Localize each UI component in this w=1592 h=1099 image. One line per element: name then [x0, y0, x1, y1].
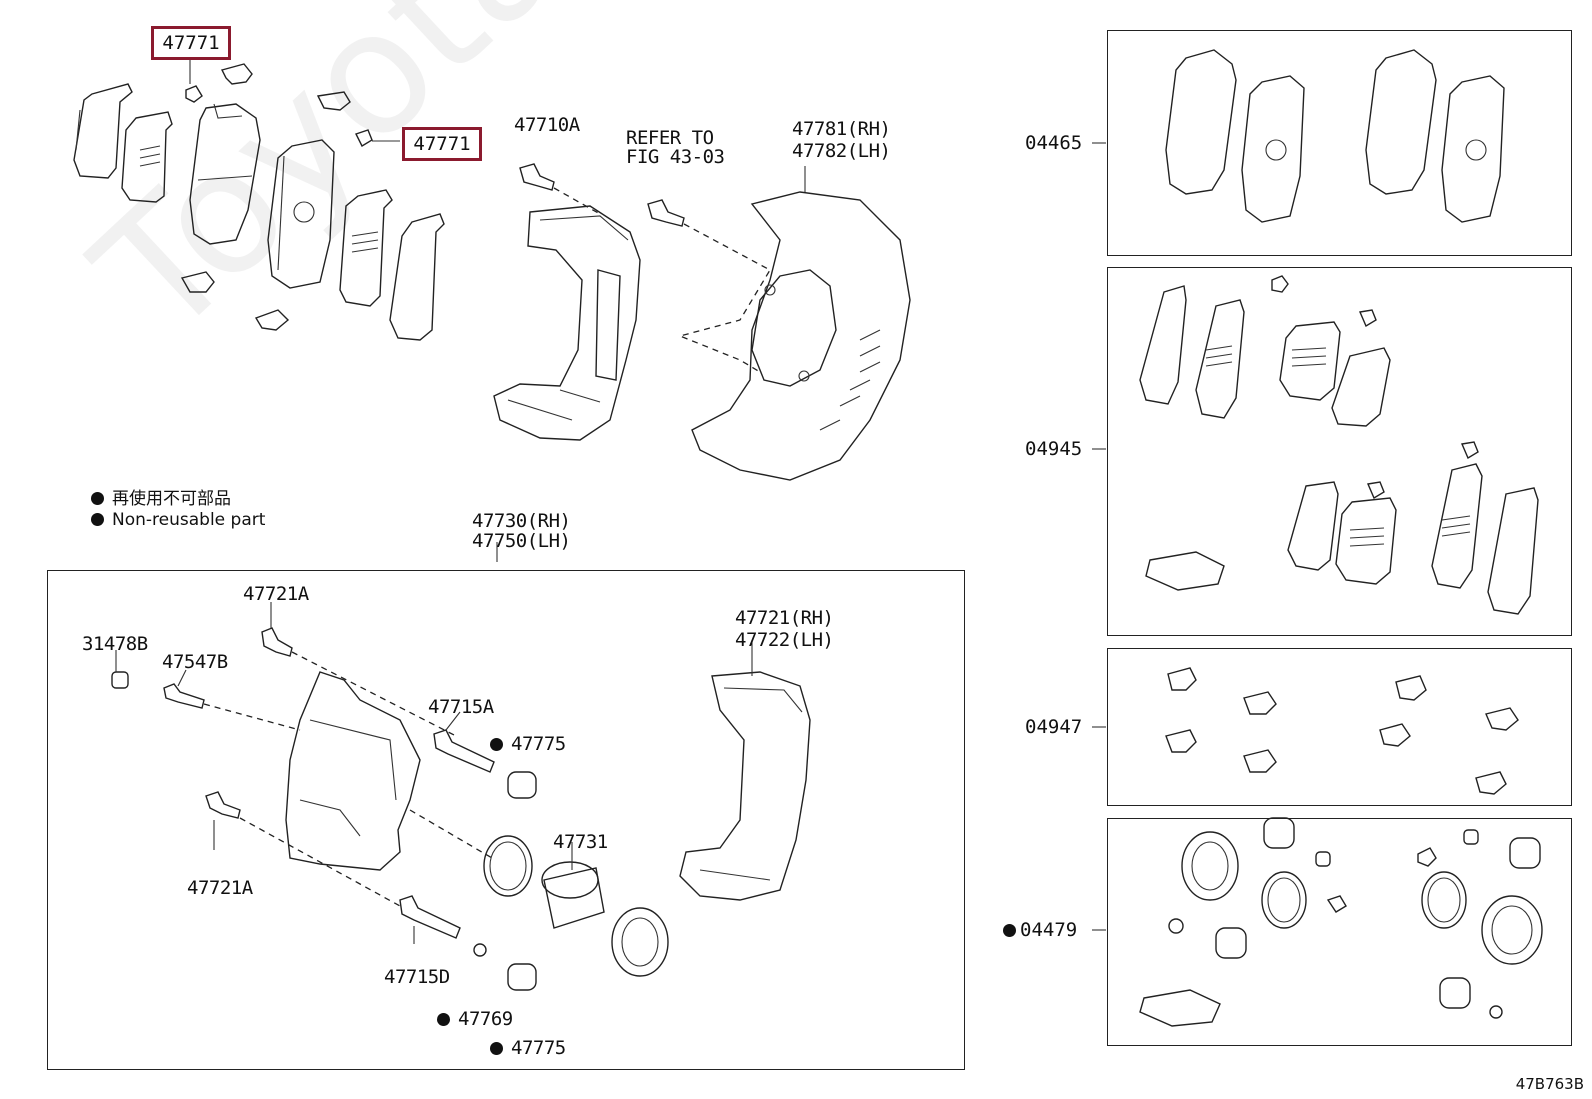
- callout-47750-lh[interactable]: 47750(LH): [472, 530, 571, 552]
- kit-code-04945[interactable]: 04945: [1025, 438, 1083, 460]
- kit-code-04465[interactable]: 04465: [1025, 132, 1083, 154]
- kit-box-04947: [1107, 648, 1572, 806]
- kit-code-04479-label: 04479: [1020, 919, 1078, 941]
- callout-47547b[interactable]: 47547B: [162, 651, 228, 673]
- brake-pad-assembly-art: [73, 63, 445, 341]
- caliper-assembly-box: [47, 570, 965, 1070]
- callout-47771-right-label: 47771: [413, 133, 471, 155]
- callout-47721-rh[interactable]: 47721(RH): [735, 607, 834, 629]
- kit-box-04465: [1107, 30, 1572, 256]
- callout-47771-top-highlight[interactable]: 47771: [151, 26, 231, 60]
- non-reusable-dot-icon: [437, 1013, 450, 1026]
- callout-47781-rh[interactable]: 47781(RH): [792, 118, 891, 140]
- kit-04465-art: [1165, 49, 1505, 223]
- filled-dot-icon: [91, 513, 104, 526]
- caliper-assembly-art: [111, 627, 811, 991]
- kit-code-04479[interactable]: 04479: [1003, 919, 1077, 941]
- callout-47775-a-label: 47775: [511, 733, 566, 755]
- callout-47715a[interactable]: 47715A: [428, 696, 494, 718]
- non-reusable-dot-icon: [490, 738, 503, 751]
- non-reusable-dot-icon: [1003, 924, 1016, 937]
- callout-47769-label: 47769: [458, 1008, 513, 1030]
- callout-47782-lh[interactable]: 47782(LH): [792, 140, 891, 162]
- caliper-bracket-upper-art: [493, 205, 641, 441]
- callout-47721a-bottom[interactable]: 47721A: [187, 877, 253, 899]
- callout-47771-right-highlight[interactable]: 47771: [402, 127, 482, 161]
- kit-04479-art: [1139, 817, 1543, 1027]
- callout-47710a[interactable]: 47710A: [514, 114, 580, 136]
- diagram-id: 47B763B: [1515, 1075, 1584, 1093]
- callout-47769[interactable]: 47769: [437, 1009, 513, 1029]
- dust-cover-art: [691, 191, 911, 481]
- legend-text-en: Non-reusable part: [112, 510, 266, 530]
- callout-refer-line2[interactable]: FIG 43-03: [626, 146, 725, 168]
- callout-47721a-top[interactable]: 47721A: [243, 583, 309, 605]
- legend-item-ja: 再使用不可部品: [91, 484, 231, 509]
- callout-47771-top-label: 47771: [162, 32, 220, 54]
- callout-31478b[interactable]: 31478B: [82, 633, 148, 655]
- callout-47731[interactable]: 47731: [553, 831, 608, 853]
- kit-04945-art: [1139, 275, 1539, 615]
- callout-47775-a[interactable]: 47775: [490, 734, 566, 754]
- legend-item-en: Non-reusable part: [91, 510, 265, 530]
- callout-47730-rh[interactable]: 47730(RH): [472, 510, 571, 532]
- kit-code-04947[interactable]: 04947: [1025, 716, 1083, 738]
- kit-04947-art: [1165, 667, 1519, 795]
- callout-47715d[interactable]: 47715D: [384, 966, 450, 988]
- non-reusable-dot-icon: [490, 1042, 503, 1055]
- kit-box-04945: [1107, 267, 1572, 636]
- bolt-art: [519, 163, 685, 227]
- kit-box-04479: [1107, 818, 1572, 1046]
- filled-dot-icon: [91, 492, 104, 505]
- callout-47775-b[interactable]: 47775: [490, 1038, 566, 1058]
- callout-47722-lh[interactable]: 47722(LH): [735, 629, 834, 651]
- callout-refer-line1[interactable]: REFER TO: [626, 127, 714, 149]
- callout-47775-b-label: 47775: [511, 1037, 566, 1059]
- legend-text-ja: 再使用不可部品: [112, 489, 231, 509]
